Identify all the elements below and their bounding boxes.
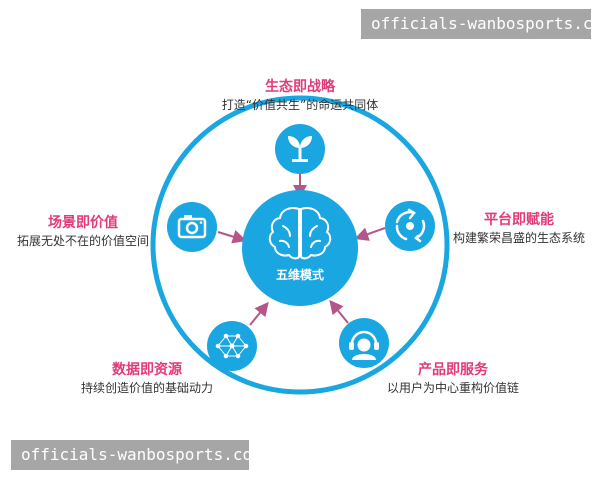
network-mesh-icon [215,333,249,359]
product-subtitle: 以用户为中心重构价值链 [386,381,519,395]
arrow-scene [217,230,247,244]
headset-agent-icon [349,330,379,360]
label-ecology: 生态即战略 打造“价值共生”的命运共同体 [210,78,390,114]
scene-title: 场景即价值 [48,215,118,231]
label-data: 数据即资源 持续创造价值的基础动力 [72,361,222,397]
watermark-top: officials-wanbosports.com [361,9,600,39]
brain-icon [268,207,332,260]
arrow-platform [354,227,386,241]
sprout-icon [288,136,312,162]
center-label: 五维模式 [275,268,324,282]
arrow-product [329,299,349,324]
node-platform [385,201,435,251]
platform-subtitle: 构建繁荣昌盛的生态系统 [452,231,585,245]
data-subtitle: 持续创造价值的基础动力 [80,381,213,395]
ecology-subtitle: 打造“价值共生”的命运共同体 [221,98,379,112]
outer-ring [150,95,450,395]
globe-arrows-icon [395,208,426,243]
node-product [339,318,389,368]
node-data [207,321,257,371]
arrows [217,173,386,326]
label-platform: 平台即赋能 构建繁荣昌盛的生态系统 [444,211,594,247]
node-ecology [275,124,325,174]
data-title: 数据即资源 [112,362,182,378]
camera-icon [177,215,207,239]
arrow-data [249,301,269,326]
product-title: 产品即服务 [418,362,488,378]
label-product: 产品即服务 以用户为中心重构价值链 [378,361,528,397]
node-scene [167,202,217,252]
center-node [242,190,358,306]
watermark-bottom: officials-wanbosports.com [11,440,262,470]
scene-subtitle: 拓展无处不在的价值空间 [16,234,149,248]
platform-title: 平台即赋能 [484,212,554,228]
ecology-title: 生态即战略 [265,79,335,95]
label-scene: 场景即价值 拓展无处不在的价值空间 [8,214,158,250]
